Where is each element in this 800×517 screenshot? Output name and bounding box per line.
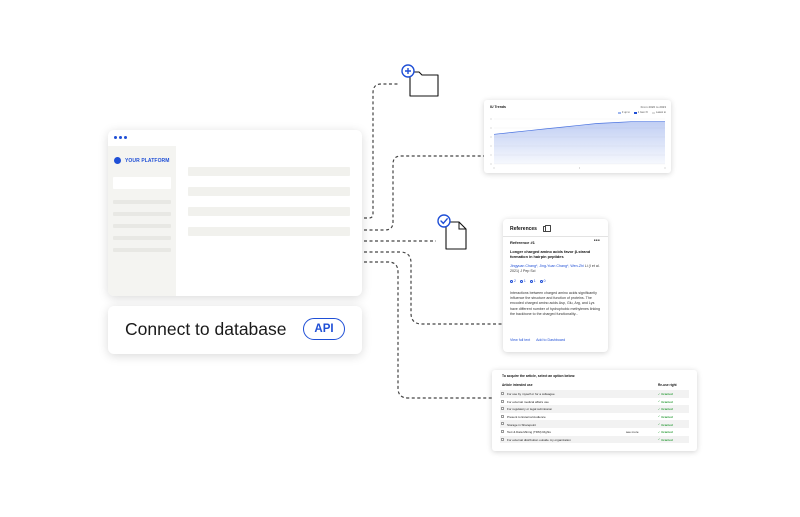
permissions-intro: To acquire the article, select an option… bbox=[502, 374, 576, 378]
table-row[interactable]: For regulatory or legal submission Grante… bbox=[500, 405, 689, 413]
sidebar-item[interactable] bbox=[113, 200, 171, 204]
reference-links: View full text Add to Dashboard bbox=[510, 338, 565, 342]
author-links[interactable]: Jingyuan Chang*, Jing-Yuan Chang*, Wen-Z… bbox=[510, 264, 584, 268]
series-area bbox=[494, 121, 665, 164]
legend-item: 3 up to bbox=[617, 111, 630, 114]
intended-use: For use by myself or for a colleague bbox=[507, 392, 555, 397]
connect-label: Connect to database bbox=[125, 319, 287, 339]
chart-range: From 2020 to 2023 bbox=[640, 105, 666, 109]
content-placeholder bbox=[188, 187, 350, 196]
reference-title: Longer charged amino acids favor β-stran… bbox=[510, 249, 591, 259]
header-intended-use: Article intended use bbox=[502, 383, 533, 387]
status-badge: Granted bbox=[658, 415, 673, 419]
content-placeholder bbox=[188, 227, 350, 236]
copy-icon[interactable] bbox=[542, 225, 551, 232]
status-badge: Granted bbox=[658, 438, 673, 442]
status-badge: Granted bbox=[658, 407, 673, 411]
references-heading: References bbox=[510, 226, 537, 232]
divider bbox=[503, 236, 608, 237]
sidebar-card[interactable] bbox=[113, 177, 171, 189]
table-row[interactable]: For external medical affairs use Granted bbox=[500, 398, 689, 406]
platform-logo-icon bbox=[114, 157, 121, 164]
intended-use: Storage in Sharepoint bbox=[507, 422, 537, 427]
folder-add-icon bbox=[401, 64, 439, 97]
status-badge: Granted bbox=[658, 392, 673, 396]
document-check-icon bbox=[437, 214, 467, 250]
permissions-card: To acquire the article, select an option… bbox=[492, 370, 697, 451]
connect-database-box: Connect to database API bbox=[108, 306, 362, 354]
legend-item: 1 Gen IV bbox=[633, 111, 648, 114]
chart-title: IU Trends bbox=[490, 105, 506, 109]
platform-window: YOUR PLATFORM bbox=[108, 130, 362, 296]
metric-mentioning: 1 bbox=[529, 279, 536, 283]
metric-citations: 2 bbox=[510, 279, 516, 283]
sidebar-item[interactable] bbox=[113, 236, 171, 240]
connector-to-folder bbox=[364, 83, 398, 219]
citation-icon bbox=[510, 279, 513, 283]
reference-metrics: 2 1 1 0 bbox=[510, 279, 546, 283]
info-circle-icon bbox=[529, 279, 533, 283]
reference-abstract: Interactions between charged amino acids… bbox=[510, 291, 601, 316]
connector-to-references bbox=[364, 251, 503, 325]
row-checkbox[interactable] bbox=[501, 407, 504, 411]
row-checkbox[interactable] bbox=[501, 422, 504, 426]
reference-number: Reference #1 bbox=[510, 240, 535, 245]
table-row[interactable]: Text & Data Mining (TDM) Rights see more G… bbox=[500, 428, 689, 436]
row-checkbox[interactable] bbox=[501, 430, 504, 433]
sidebar-item[interactable] bbox=[113, 248, 171, 252]
chart-legend: 3 up to 1 Gen IV Latest to bbox=[617, 111, 666, 114]
api-badge[interactable]: API bbox=[303, 318, 345, 340]
check-circle-icon bbox=[519, 279, 523, 283]
citation-text: Li (I et al. 2021) J Pep Sci bbox=[510, 264, 600, 273]
platform-sidebar: YOUR PLATFORM bbox=[108, 146, 176, 296]
platform-name: YOUR PLATFORM bbox=[125, 157, 170, 164]
content-placeholder bbox=[188, 207, 350, 216]
status-badge: Granted bbox=[658, 423, 673, 427]
connector-to-permissions bbox=[364, 261, 492, 399]
status-badge: Granted bbox=[658, 430, 673, 434]
references-card: References Reference #1 ••• Longer charg… bbox=[503, 219, 608, 352]
row-checkbox[interactable] bbox=[501, 399, 504, 403]
metric-supporting: 1 bbox=[519, 279, 526, 283]
table-row[interactable]: Present to External Audience Granted bbox=[500, 413, 689, 421]
series-line bbox=[493, 121, 665, 135]
row-checkbox[interactable] bbox=[501, 437, 504, 441]
view-full-text-link[interactable]: View full text bbox=[510, 338, 531, 342]
trend-plot bbox=[490, 118, 666, 169]
row-checkbox[interactable] bbox=[501, 414, 504, 418]
question-circle-icon bbox=[539, 279, 543, 283]
table-row[interactable]: For use by myself or for a colleague Gran… bbox=[500, 390, 689, 398]
references-header: References bbox=[510, 225, 551, 232]
table-row[interactable]: For external distribution outside my org… bbox=[500, 435, 689, 444]
status-badge: Granted bbox=[658, 400, 673, 404]
sidebar-item[interactable] bbox=[113, 212, 171, 216]
content-placeholder bbox=[188, 167, 350, 176]
reference-authors: Jingyuan Chang*, Jing-Yuan Chang*, Wen-Z… bbox=[510, 264, 602, 274]
sidebar-item[interactable] bbox=[113, 224, 171, 228]
intended-use: Present to External Audience bbox=[507, 414, 546, 419]
row-checkbox[interactable] bbox=[501, 392, 504, 395]
intended-use: For external medical affairs use bbox=[507, 399, 549, 404]
header-reuse-right: Re-use right bbox=[658, 383, 677, 387]
window-dots bbox=[114, 136, 127, 139]
intended-use: Text & Data Mining (TDM) Rights bbox=[507, 430, 551, 435]
platform-brand: YOUR PLATFORM bbox=[114, 157, 170, 164]
see-more-link[interactable]: see more bbox=[626, 430, 639, 435]
trends-chart-card: IU Trends From 2020 to 2023 3 up to 1 Ge… bbox=[484, 100, 671, 173]
table-row[interactable]: Storage in Sharepoint Granted bbox=[500, 420, 689, 428]
metric-contrasting: 0 bbox=[539, 279, 546, 283]
intended-use: For external distribution outside my org… bbox=[507, 437, 571, 442]
add-to-dashboard-link[interactable]: Add to Dashboard bbox=[536, 338, 566, 342]
intended-use: For regulatory or legal submission bbox=[507, 407, 553, 412]
more-options-icon[interactable]: ••• bbox=[593, 238, 600, 244]
legend-item: Latest to bbox=[652, 111, 666, 114]
